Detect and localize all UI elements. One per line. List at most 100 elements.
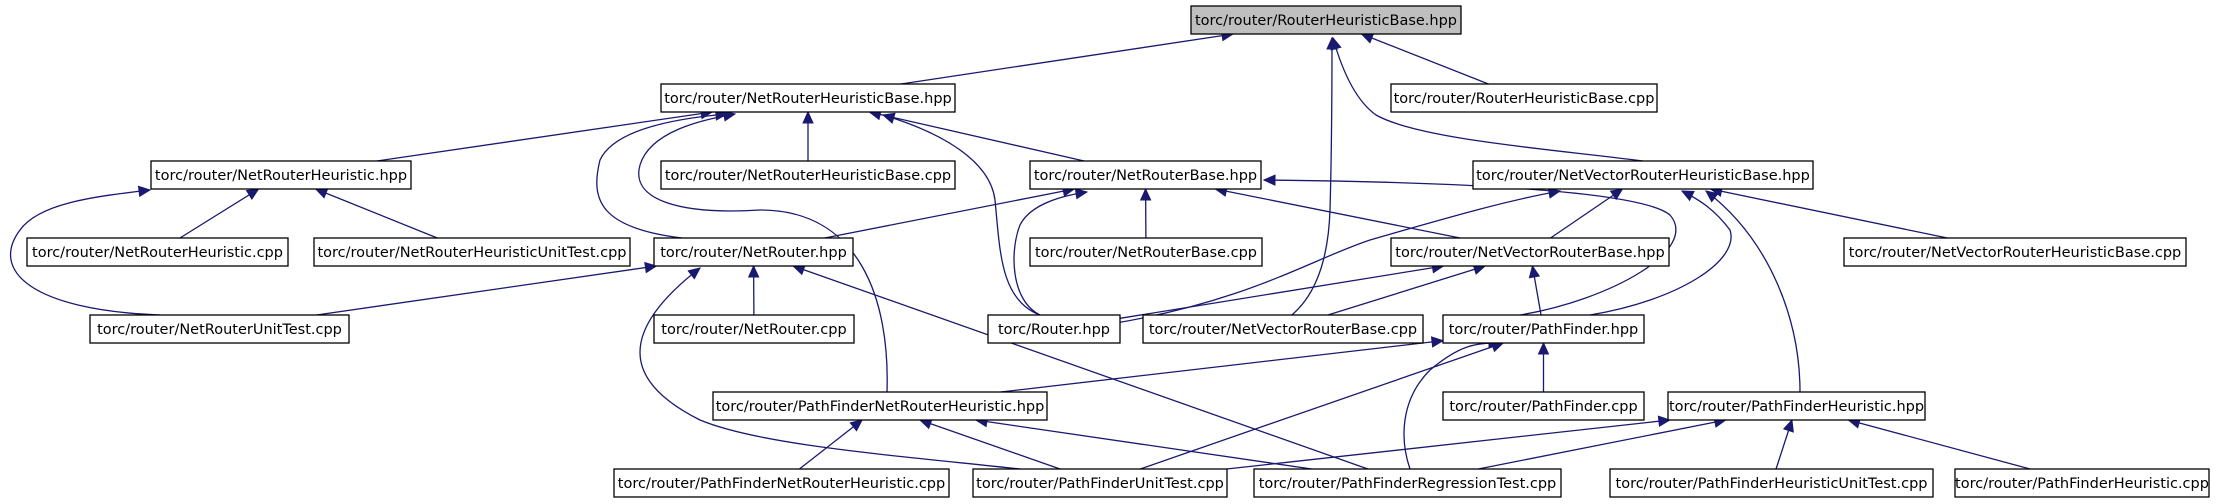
- dependency-edge: [1528, 264, 1542, 316]
- node-label: torc/router/NetVectorRouterHeuristicBase…: [1849, 245, 2181, 261]
- dependency-edge: [1705, 190, 1801, 393]
- node-label: torc/router/NetVectorRouterBase.cpp: [1149, 322, 1417, 338]
- node-box: [1609, 468, 1934, 498]
- node-label: torc/router/PathFinderNetRouterHeuristic…: [716, 399, 1045, 415]
- node-torc-router-netvectorrouterheuristicbase-cpp[interactable]: torc/router/NetVectorRouterHeuristicBase…: [1843, 237, 2187, 267]
- node-box: [1253, 468, 1562, 498]
- dependency-edge: [179, 188, 260, 239]
- node-box: [1667, 391, 1926, 421]
- node-torc-router-netrouter-cpp[interactable]: torc/router/NetRouter.cpp: [653, 314, 855, 344]
- node-torc-router-pathfinderheuristicunittest-cpp[interactable]: torc/router/PathFinderHeuristicUnitTest.…: [1609, 468, 1934, 498]
- node-box: [1442, 314, 1645, 344]
- node-torc-router-netrouterbase-hpp[interactable]: torc/router/NetRouterBase.hpp: [1029, 160, 1262, 190]
- dependency-edge: [1847, 417, 2031, 470]
- node-torc-router-pathfinder-cpp[interactable]: torc/router/PathFinder.cpp: [1442, 391, 1645, 421]
- node-label: torc/router/PathFinderUnitTest.cpp: [976, 476, 1224, 492]
- node-torc-router-pathfindernetrouterheuristic-hpp[interactable]: torc/router/PathFinderNetRouterHeuristic…: [712, 391, 1048, 421]
- node-box: [653, 314, 855, 344]
- node-label: torc/router/NetRouterHeuristic.hpp: [155, 168, 407, 184]
- node-box: [1142, 314, 1424, 344]
- dependency-edge: [1550, 188, 1624, 239]
- node-torc-router-pathfindernetrouterheuristic-cpp[interactable]: torc/router/PathFinderNetRouterHeuristic…: [613, 468, 950, 498]
- dependency-edge: [376, 107, 714, 162]
- node-box: [660, 160, 956, 190]
- node-torc-router-netrouterbase-cpp[interactable]: torc/router/NetRouterBase.cpp: [1029, 237, 1263, 267]
- dependency-edge: [1013, 187, 1089, 316]
- node-torc-router-pathfinder-hpp[interactable]: torc/router/PathFinder.hpp: [1442, 314, 1645, 344]
- node-box: [150, 160, 412, 190]
- node-label: torc/router/NetRouterBase.hpp: [1034, 168, 1257, 184]
- node-torc-router-netrouterheuristicunittest-cpp[interactable]: torc/router/NetRouterHeuristicUnitTest.c…: [313, 237, 631, 267]
- node-torc-router-hpp[interactable]: torc/Router.hpp: [987, 314, 1121, 344]
- node-torc-router-routerheuristicbase-hpp[interactable]: torc/router/RouterHeuristicBase.hpp: [1190, 5, 1462, 35]
- dependency-edge: [1000, 336, 1445, 393]
- dependency-edge: [1360, 32, 1489, 85]
- node-label: torc/router/PathFinder.cpp: [1449, 399, 1637, 415]
- node-label: torc/router/PathFinderNetRouterHeuristic…: [618, 476, 945, 492]
- node-box: [653, 237, 854, 267]
- node-box: [1390, 83, 1658, 113]
- node-torc-router-netrouterunittest-cpp[interactable]: torc/router/NetRouterUnitTest.cpp: [89, 314, 350, 344]
- dependency-edge: [316, 261, 658, 316]
- node-box: [613, 468, 950, 498]
- node-torc-router-pathfinderheuristic-cpp[interactable]: torc/router/PathFinderHeuristic.cpp: [1954, 468, 2210, 498]
- node-label: torc/router/NetRouterHeuristicBase.hpp: [664, 91, 951, 107]
- dependency-edge: [918, 418, 1061, 470]
- node-torc-router-netvectorrouterbase-hpp[interactable]: torc/router/NetVectorRouterBase.hpp: [1390, 237, 1670, 267]
- node-label: torc/router/PathFinderRegressionTest.cpp: [1259, 476, 1557, 492]
- dependency-edge: [900, 30, 1235, 85]
- node-label: torc/router/NetVectorRouterBase.hpp: [1395, 245, 1664, 261]
- node-box: [1029, 160, 1262, 190]
- node-box: [1442, 391, 1645, 421]
- dependency-edge: [802, 110, 814, 161]
- node-label: torc/router/RouterHeuristicBase.hpp: [1195, 13, 1457, 29]
- node-label: torc/router/PathFinderHeuristic.cpp: [1955, 476, 2209, 492]
- node-torc-router-pathfinderheuristic-hpp[interactable]: torc/router/PathFinderHeuristic.hpp: [1667, 391, 1926, 421]
- dependency-edge: [1267, 36, 1338, 330]
- node-box: [712, 391, 1048, 421]
- dependency-edge: [881, 112, 1041, 316]
- dependency-edge: [974, 415, 1312, 470]
- node-label: torc/Router.hpp: [998, 322, 1110, 338]
- dependency-edge: [1214, 185, 1461, 239]
- node-box: [1843, 237, 2187, 267]
- node-torc-router-netrouterheuristicbase-cpp[interactable]: torc/router/NetRouterHeuristicBase.cpp: [660, 160, 956, 190]
- node-torc-router-pathfinderregressiontest-cpp[interactable]: torc/router/PathFinderRegressionTest.cpp: [1253, 468, 1562, 498]
- dependency-edge: [1537, 341, 1550, 392]
- node-box: [972, 468, 1228, 498]
- node-label: torc/router/NetRouterBase.cpp: [1035, 245, 1257, 261]
- node-label: torc/router/NetRouterHeuristicBase.cpp: [665, 168, 951, 184]
- node-torc-router-pathfinderunittest-cpp[interactable]: torc/router/PathFinderUnitTest.cpp: [972, 468, 1228, 498]
- node-torc-router-netrouterheuristic-cpp[interactable]: torc/router/NetRouterHeuristic.cpp: [26, 237, 289, 267]
- node-box: [1390, 237, 1670, 267]
- node-label: torc/router/NetRouterHeuristic.cpp: [32, 245, 283, 261]
- node-torc-router-netrouter-hpp[interactable]: torc/router/NetRouter.hpp: [653, 237, 854, 267]
- dependency-edge: [1262, 174, 1677, 316]
- node-box: [987, 314, 1121, 344]
- dependency-edge: [1478, 416, 1727, 470]
- node-label: torc/router/NetRouterHeuristicUnitTest.c…: [317, 245, 626, 261]
- node-label: torc/router/PathFinderHeuristicUnitTest.…: [1616, 476, 1928, 492]
- node-box: [26, 237, 289, 267]
- dependency-edge: [1226, 415, 1672, 470]
- dependency-edge: [1119, 262, 1445, 319]
- node-torc-router-routerheuristicbase-cpp[interactable]: torc/router/RouterHeuristicBase.cpp: [1390, 83, 1658, 113]
- dependency-edge: [799, 419, 864, 470]
- node-torc-router-netrouterheuristicbase-hpp[interactable]: torc/router/NetRouterHeuristicBase.hpp: [660, 83, 956, 113]
- node-box: [660, 83, 956, 113]
- dependency-edge: [747, 264, 760, 316]
- dependency-edge: [1589, 190, 1732, 316]
- dependency-edge: [314, 187, 438, 239]
- node-box: [1029, 237, 1263, 267]
- node-label: torc/router/RouterHeuristicBase.cpp: [1394, 91, 1655, 107]
- node-label: torc/router/NetVectorRouterHeuristicBase…: [1476, 168, 1810, 184]
- node-box: [313, 237, 631, 267]
- node-torc-router-netvectorrouterheuristicbase-hpp[interactable]: torc/router/NetVectorRouterHeuristicBase…: [1472, 160, 1814, 190]
- node-box: [1954, 468, 2210, 498]
- node-torc-router-netrouterheuristic-hpp[interactable]: torc/router/NetRouterHeuristic.hpp: [150, 160, 412, 190]
- dependency-edge: [1775, 418, 1794, 470]
- node-torc-router-netvectorrouterbase-cpp[interactable]: torc/router/NetVectorRouterBase.cpp: [1142, 314, 1424, 344]
- dependency-edge: [1139, 187, 1152, 239]
- dependency-edge: [791, 264, 1369, 470]
